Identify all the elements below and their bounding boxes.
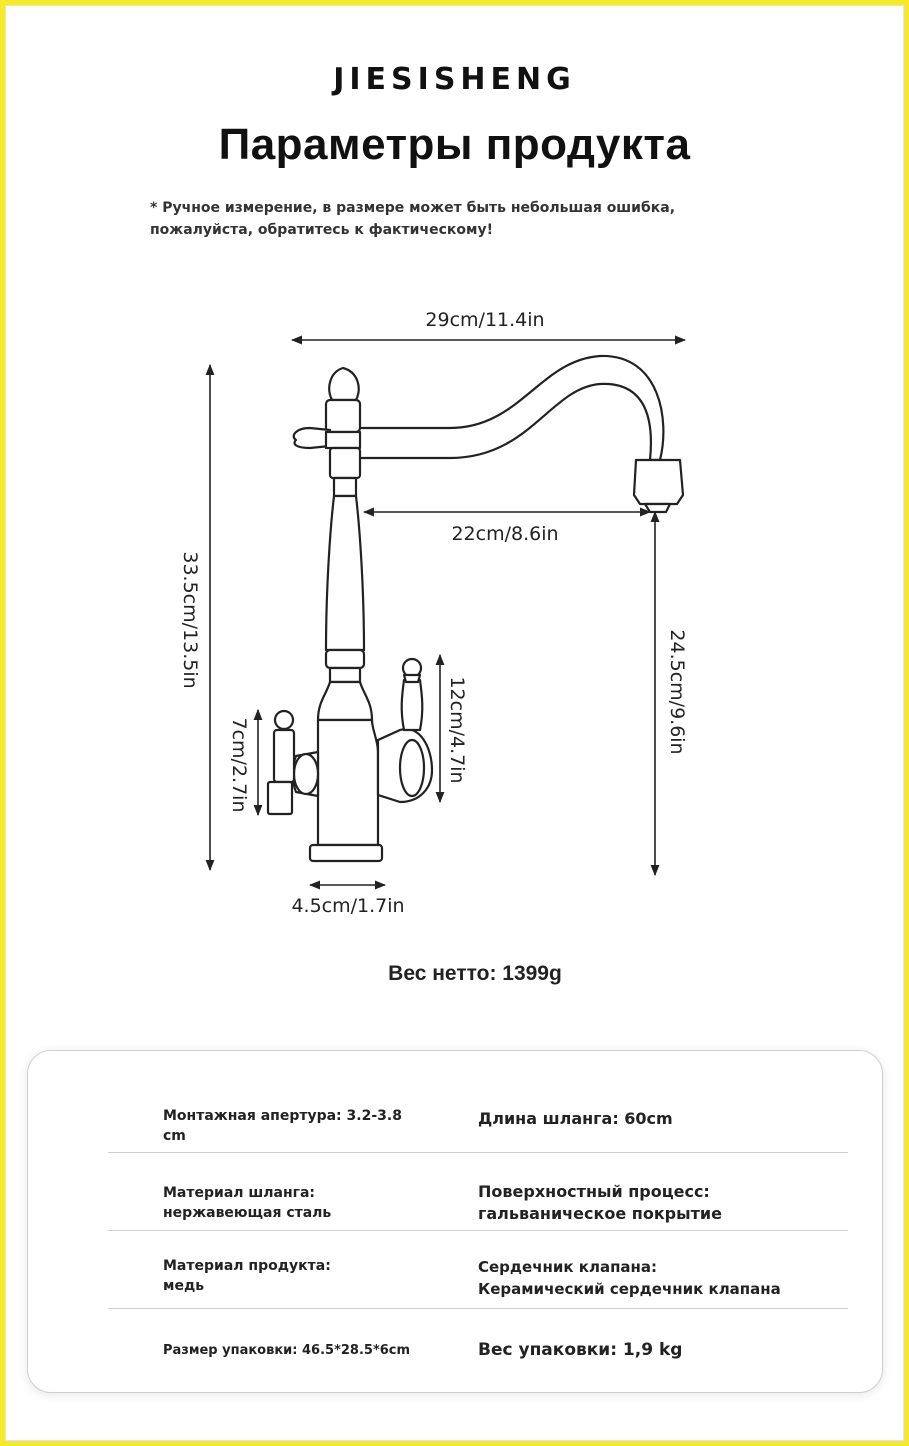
note-line-2: пожалуйста, обратитесь к фактическому! (150, 222, 493, 238)
spec-product-material: Материал продукта: медь (163, 1258, 331, 1294)
handle-right-label: 12cm/4.7in (446, 676, 468, 783)
brand-logo: JIESISHENG (333, 62, 576, 97)
spec-divider (108, 1308, 848, 1309)
faucet-outline (266, 354, 685, 863)
spec-package-size: Размер упаковки: 46.5*28.5*6cm (163, 1343, 411, 1358)
measurement-note: * Ручное измерение, в размере может быть… (150, 197, 790, 241)
net-weight: Вес нетто: 1399g (388, 962, 562, 985)
spec-hose-material: Материал шланга: нержавеющая сталь (163, 1185, 332, 1221)
spec-divider (108, 1152, 848, 1153)
height-total-label: 33.5cm/13.5in (179, 551, 201, 688)
spec-mount-aperture: Монтажная апертура: 3.2-3.8 cm (163, 1108, 402, 1144)
base-label: 4.5cm/1.7in (291, 895, 404, 917)
dimension-lines (205, 335, 687, 890)
note-line-1: * Ручное измерение, в размере может быть… (150, 200, 676, 216)
page-border (5, 5, 904, 1441)
faucet-dimension-diagram: 29cm/11.4in 22cm/8.6in 33.5cm/13.5in 24.… (179, 309, 688, 917)
handle-left-label: 7cm/2.7in (228, 718, 250, 813)
spout-height-label: 24.5cm/9.6in (666, 629, 688, 754)
spec-surface-process: Поверхностный процесс: гальваническое по… (478, 1182, 722, 1223)
spout-reach-label: 22cm/8.6in (451, 523, 558, 545)
spec-divider (108, 1230, 848, 1231)
spec-hose-length: Длина шланга: 60cm (478, 1109, 673, 1128)
page-title: Параметры продукта (218, 120, 691, 169)
width-total-label: 29cm/11.4in (425, 309, 544, 331)
spec-card: Монтажная апертура: 3.2-3.8 cm Длина шла… (27, 1050, 883, 1393)
spec-package-weight: Вес упаковки: 1,9 kg (478, 1340, 683, 1360)
spec-valve-core: Сердечник клапана: Керамический сердечни… (478, 1258, 781, 1298)
